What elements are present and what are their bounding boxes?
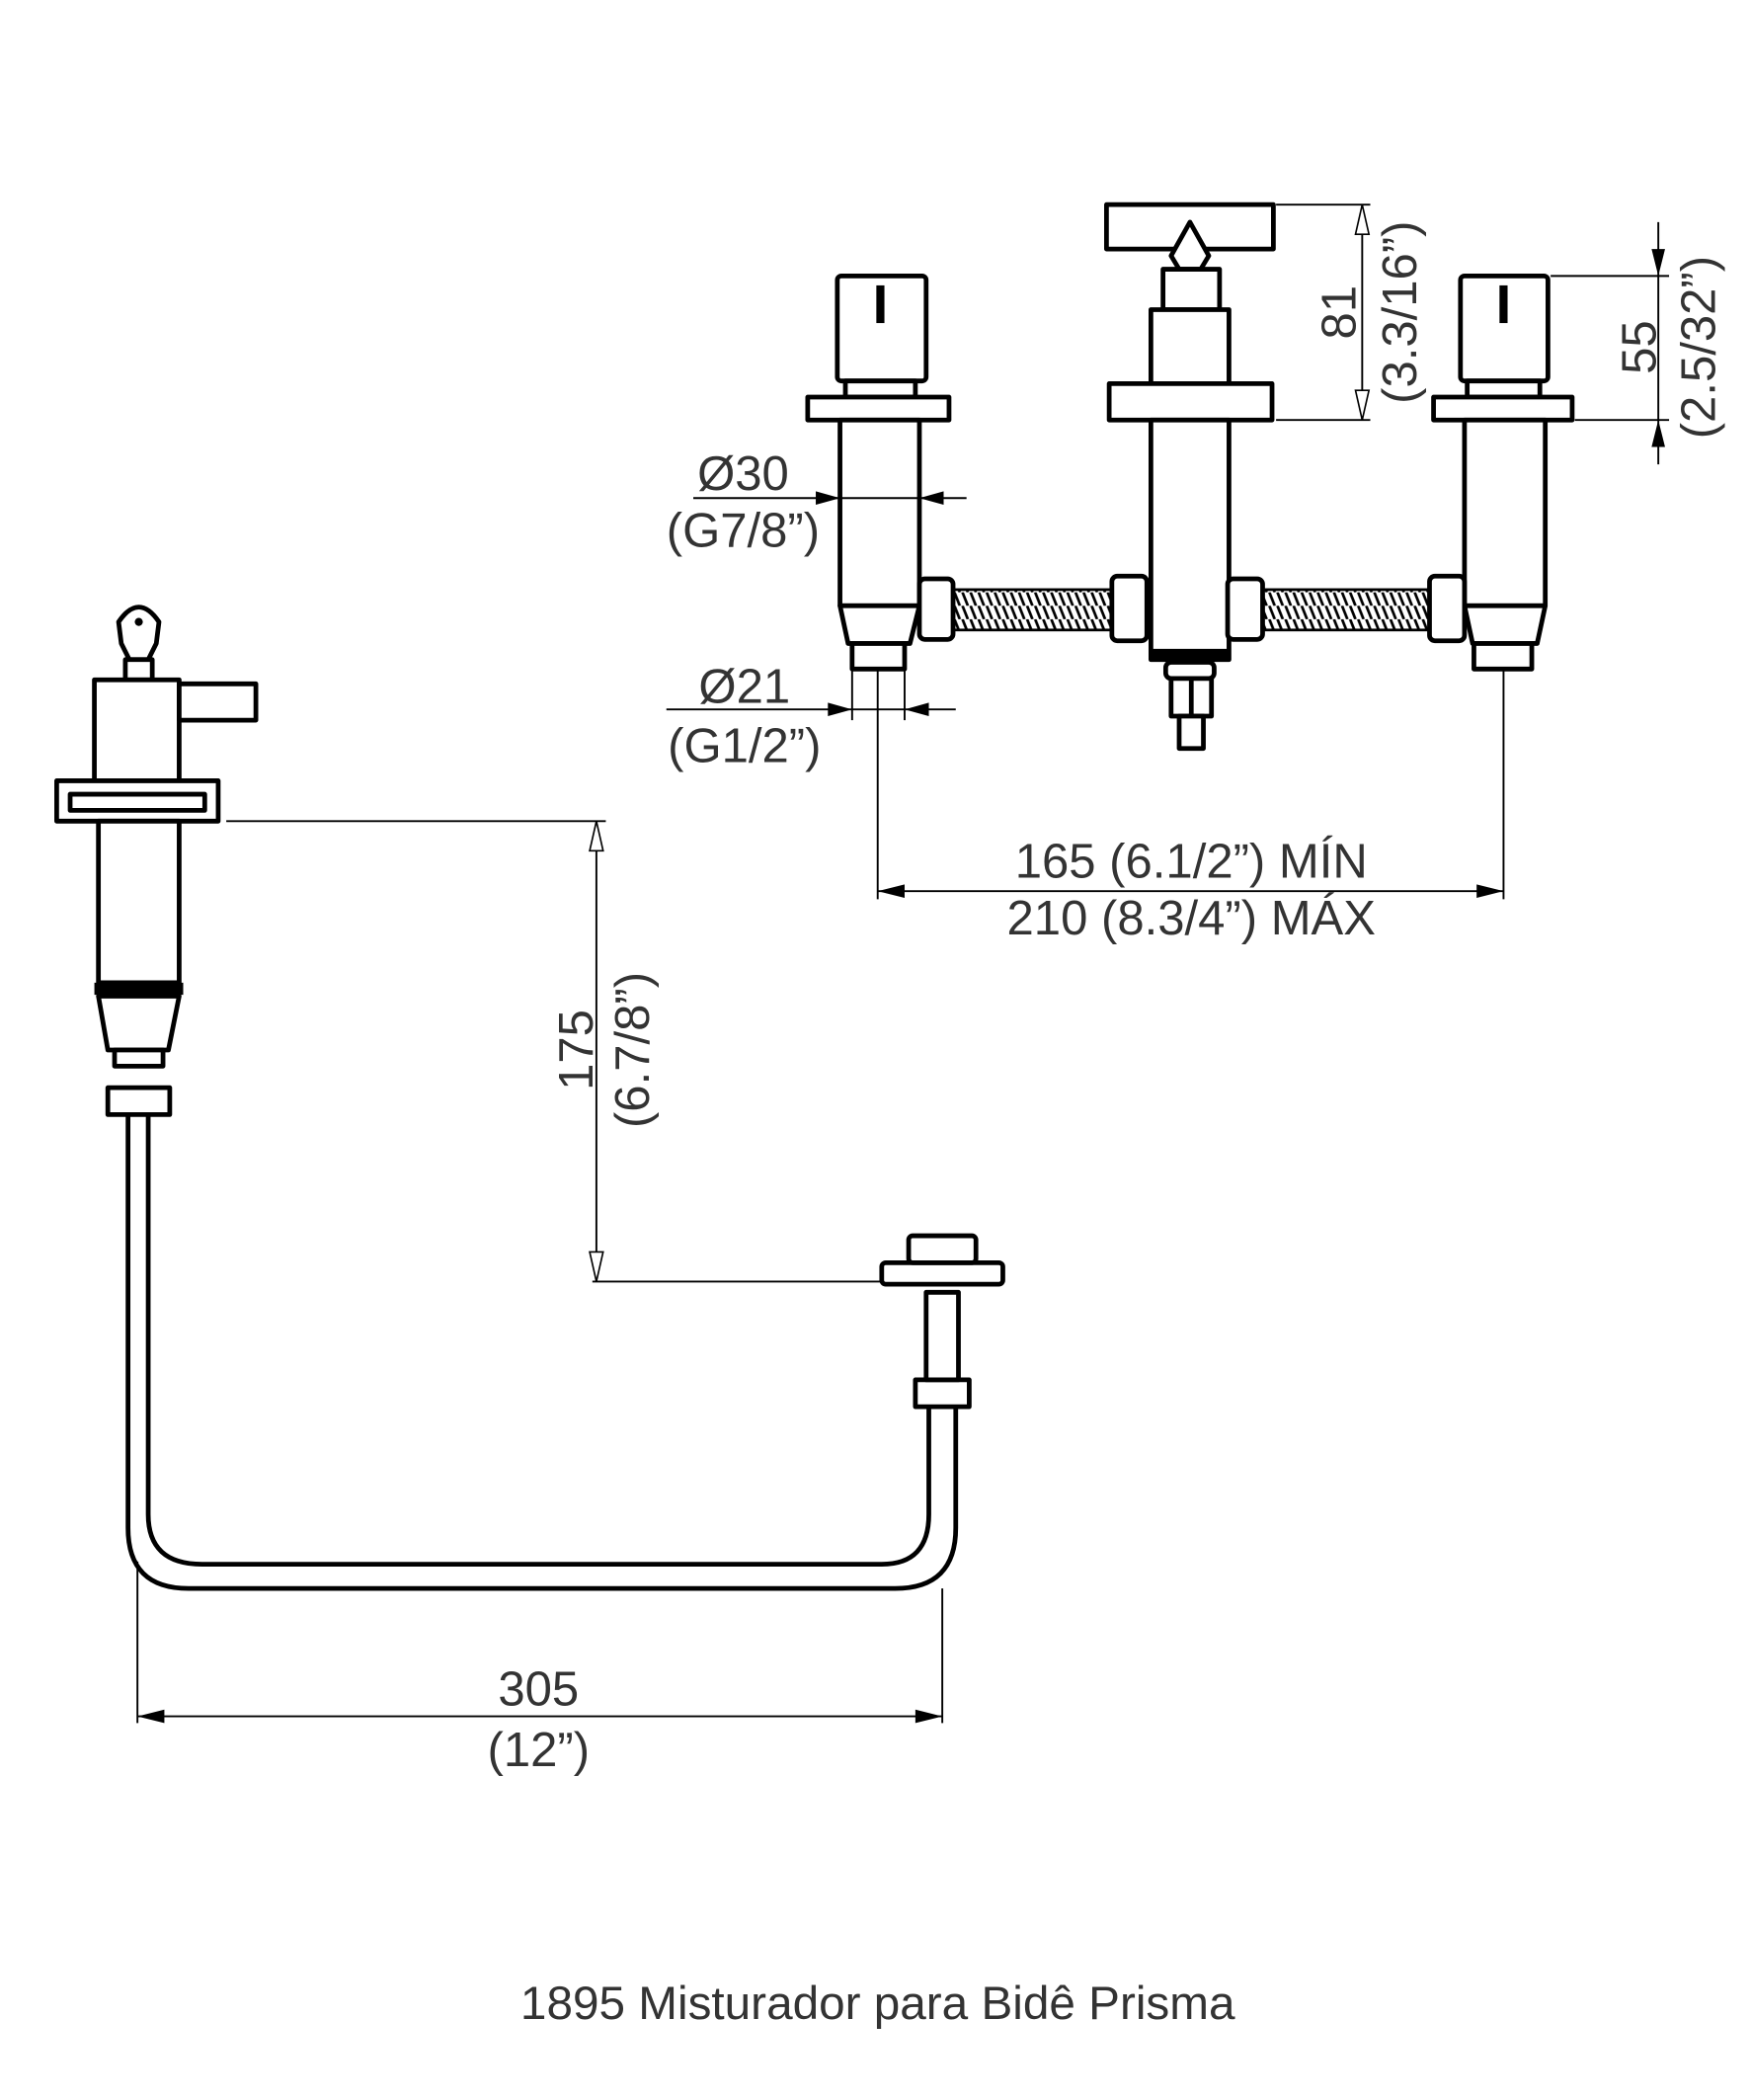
dim-30-imperial: (G7/8”) (667, 504, 820, 557)
connector-hoses (916, 573, 1468, 644)
dim-305-value: 305 (498, 1663, 579, 1717)
dimension-81: 81 (3.3/16”) (1276, 203, 1427, 422)
dimension-55: 55 (2.5/32”) (1551, 221, 1725, 465)
dim-175-imperial: (6.7/8”) (606, 972, 660, 1128)
dimension-diameter-30: Ø30 (G7/8”) (667, 447, 967, 557)
dimension-175: 175 (6.7/8”) (226, 820, 882, 1283)
dim-30-value: Ø30 (697, 447, 789, 501)
center-valve (1104, 202, 1276, 752)
right-valve (1431, 273, 1575, 672)
side-view-valve (54, 605, 1005, 1591)
dim-spacing-min: 165 (6.1/2”) MÍN (1015, 835, 1368, 889)
dim-21-imperial: (G1/2”) (668, 719, 821, 772)
dim-55-value: 55 (1613, 320, 1666, 374)
dim-81-value: 81 (1313, 285, 1367, 340)
dimension-305: 305 (12”) (136, 1561, 944, 1777)
dim-175-value: 175 (550, 1010, 603, 1090)
drawing-caption: 1895 Misturador para Bidê Prisma (520, 1978, 1235, 2030)
dim-21-value: Ø21 (698, 660, 790, 713)
dim-spacing-max: 210 (8.3/4”) MÁX (1007, 891, 1376, 945)
left-valve (805, 273, 952, 672)
dimension-diameter-21: Ø21 (G1/2”) (666, 660, 956, 772)
dim-81-imperial: (3.3/16”) (1374, 220, 1427, 403)
dim-305-imperial: (12”) (488, 1724, 591, 1777)
dim-55-imperial: (2.5/32”) (1672, 256, 1725, 439)
dimension-spacing: 165 (6.1/2”) MÍN 210 (8.3/4”) MÁX (876, 669, 1505, 945)
